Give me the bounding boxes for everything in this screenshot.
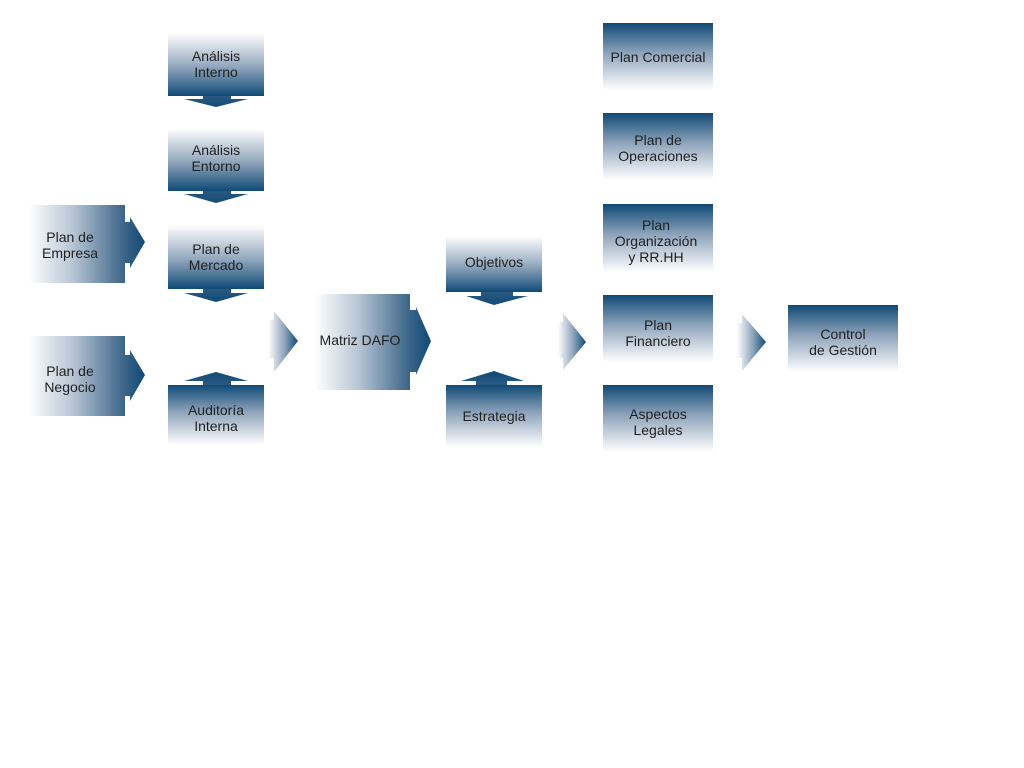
node-label: Empresa: [42, 245, 98, 261]
node-label: Organización: [615, 233, 698, 249]
node-plan-empresa: Plan de Empresa: [28, 205, 145, 283]
arrow-right-icon: [410, 307, 431, 375]
node-label: Interna: [194, 418, 238, 434]
node-estrategia: Estrategia: [446, 371, 542, 447]
node-label: de Gestión: [809, 342, 877, 358]
node-label: Objetivos: [465, 254, 523, 270]
node-objetivos: Objetivos: [446, 236, 542, 305]
node-label: Negocio: [44, 379, 96, 395]
connector-arrow-icon: [737, 314, 766, 371]
node-matriz-dafo: Matriz DAFO: [315, 294, 431, 390]
node-plan-financiero: Plan Financiero: [603, 295, 713, 362]
node-plan-operaciones: Plan de Operaciones: [603, 113, 713, 180]
node-label: Plan Comercial: [611, 49, 706, 65]
node-label: Auditoría: [188, 402, 244, 418]
node-plan-comercial: Plan Comercial: [603, 23, 713, 90]
node-label: Plan de: [46, 363, 94, 379]
arrow-down-icon: [466, 292, 528, 305]
node-plan-mercado: Plan de Mercado: [168, 225, 264, 302]
node-label: Financiero: [625, 333, 691, 349]
node-label: Operaciones: [618, 148, 697, 164]
node-aspectos-legales: Aspectos Legales: [603, 385, 713, 452]
node-label: Plan de: [192, 241, 240, 257]
node-label: Plan: [644, 317, 672, 333]
node-plan-negocio: Plan de Negocio: [28, 336, 145, 416]
node-label: y RR.HH: [628, 249, 683, 265]
node-label: Estrategia: [462, 408, 525, 424]
node-label: Entorno: [191, 158, 240, 174]
node-label: Plan de: [634, 132, 682, 148]
connector-arrow-icon: [558, 313, 586, 370]
node-analisis-entorno: Análisis Entorno: [168, 128, 264, 203]
arrow-down-icon: [184, 289, 248, 302]
node-label: Control: [820, 326, 865, 342]
arrow-right-icon: [125, 350, 145, 401]
node-label: Mercado: [189, 257, 244, 273]
node-plan-organizacion: Plan Organización y RR.HH: [603, 204, 713, 272]
node-label: Plan: [642, 217, 670, 233]
node-label: Plan de: [46, 229, 94, 245]
arrow-right-icon: [125, 217, 145, 268]
arrow-up-icon: [184, 372, 248, 385]
node-analisis-interno: Análisis Interno: [168, 33, 264, 107]
arrow-up-icon: [461, 371, 524, 385]
connector-arrow-icon: [268, 311, 298, 372]
node-control-gestion: Control de Gestión: [788, 305, 898, 372]
arrow-down-icon: [184, 191, 248, 203]
node-label: Interno: [194, 64, 238, 80]
node-auditoria-interna: Auditoría Interna: [168, 372, 264, 445]
node-label: Aspectos: [629, 406, 687, 422]
node-label: Legales: [633, 422, 682, 438]
node-label: Análisis: [192, 142, 240, 158]
node-label: Análisis: [192, 48, 240, 64]
arrow-down-icon: [184, 96, 248, 107]
node-label: Matriz DAFO: [320, 332, 401, 348]
